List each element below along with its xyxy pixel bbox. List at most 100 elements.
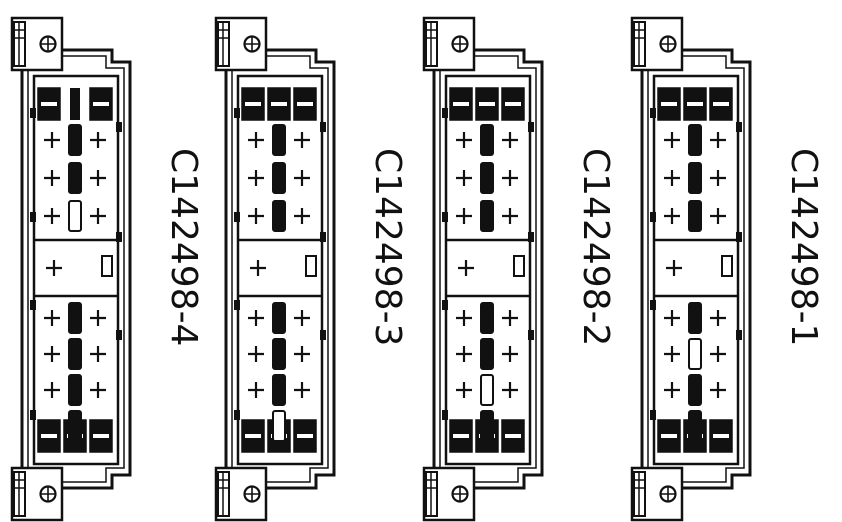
terminal-cross bbox=[502, 310, 518, 326]
terminal-cross bbox=[90, 382, 106, 398]
terminal-cross bbox=[90, 310, 106, 326]
mid-separator bbox=[34, 238, 118, 298]
terminal-block-gap bbox=[93, 102, 109, 106]
screw-hole-cross bbox=[41, 487, 55, 501]
terminal-cross bbox=[44, 382, 60, 398]
terminal-cross bbox=[664, 382, 680, 398]
terminal-cross bbox=[710, 346, 726, 362]
terminal-slot bbox=[272, 302, 286, 334]
terminal-block-gap bbox=[453, 434, 469, 438]
terminal-cross bbox=[248, 346, 264, 362]
key-slot bbox=[721, 255, 733, 277]
latch-notch bbox=[30, 300, 36, 310]
terminal-slot bbox=[688, 200, 702, 232]
terminal-block-gap bbox=[661, 434, 677, 438]
terminal-cross bbox=[710, 132, 726, 148]
terminal-slot bbox=[688, 338, 702, 370]
terminal-cross bbox=[664, 132, 680, 148]
terminal-slot bbox=[272, 374, 286, 406]
terminal-cross bbox=[294, 382, 310, 398]
latch-notch bbox=[528, 330, 534, 340]
connector-2 bbox=[422, 16, 544, 522]
latch-notch bbox=[116, 122, 122, 132]
terminal-cross bbox=[664, 346, 680, 362]
terminal-cross bbox=[90, 170, 106, 186]
mounting-tab-hatch-lines bbox=[218, 22, 229, 66]
terminal-cross bbox=[502, 170, 518, 186]
terminal-cross bbox=[710, 170, 726, 186]
terminal-block-gap bbox=[93, 434, 109, 438]
terminal-cross bbox=[46, 260, 62, 276]
terminal-block-gap bbox=[505, 434, 521, 438]
latch-notch bbox=[528, 232, 534, 242]
terminal-block-gap bbox=[271, 102, 287, 106]
terminal-cross bbox=[458, 260, 474, 276]
connector-label-3: C142498-3 bbox=[367, 148, 408, 346]
mounting-tab-hatch-lines bbox=[634, 22, 645, 66]
mid-separator bbox=[238, 238, 322, 298]
terminal-cross bbox=[666, 260, 682, 276]
terminal-slot bbox=[272, 124, 286, 156]
terminal-slot bbox=[68, 124, 82, 156]
terminal-slot bbox=[272, 410, 286, 442]
terminal-cross bbox=[248, 310, 264, 326]
terminal-slot bbox=[688, 124, 702, 156]
latch-notch bbox=[234, 410, 240, 420]
key-slot bbox=[513, 255, 525, 277]
terminal-slot bbox=[480, 302, 494, 334]
terminal-cross bbox=[44, 132, 60, 148]
mid-separator bbox=[446, 238, 530, 298]
mounting-tab-hatch-lines bbox=[14, 22, 25, 66]
terminal-cross bbox=[664, 208, 680, 224]
terminal-slot bbox=[480, 200, 494, 232]
latch-notch bbox=[650, 410, 656, 420]
terminal-block-gap bbox=[713, 102, 729, 106]
terminal-slot bbox=[480, 374, 494, 406]
latch-notch bbox=[30, 410, 36, 420]
terminal-cross bbox=[710, 382, 726, 398]
latch-notch bbox=[234, 300, 240, 310]
connector-1 bbox=[630, 16, 752, 522]
terminal-block-gap bbox=[453, 102, 469, 106]
latch-notch bbox=[116, 330, 122, 340]
screw-hole-cross bbox=[453, 37, 467, 51]
key-slot bbox=[305, 255, 317, 277]
terminal-block-gap bbox=[245, 102, 261, 106]
terminal-cross bbox=[456, 208, 472, 224]
terminal-block-gap bbox=[479, 102, 495, 106]
screw-hole-cross bbox=[41, 37, 55, 51]
screw-hole-cross bbox=[245, 37, 259, 51]
terminal-cross bbox=[248, 382, 264, 398]
terminal-cross bbox=[664, 170, 680, 186]
terminal-block bbox=[70, 88, 80, 120]
terminal-cross bbox=[90, 132, 106, 148]
terminal-cross bbox=[502, 208, 518, 224]
connector-label-4: C142498-4 bbox=[163, 148, 204, 346]
terminal-slot bbox=[68, 200, 82, 232]
terminal-cross bbox=[294, 310, 310, 326]
terminal-slot bbox=[68, 410, 82, 442]
terminal-cross bbox=[502, 382, 518, 398]
latch-notch bbox=[30, 108, 36, 118]
terminal-cross bbox=[248, 170, 264, 186]
latch-notch bbox=[234, 212, 240, 222]
mounting-tab-hatch-lines bbox=[426, 22, 437, 66]
terminal-slot bbox=[480, 410, 494, 442]
latch-notch bbox=[736, 330, 742, 340]
terminal-block-gap bbox=[713, 434, 729, 438]
terminal-block-gap bbox=[41, 434, 57, 438]
terminal-cross bbox=[44, 346, 60, 362]
latch-notch bbox=[320, 232, 326, 242]
terminal-cross bbox=[664, 310, 680, 326]
screw-hole-cross bbox=[661, 37, 675, 51]
latch-notch bbox=[442, 108, 448, 118]
connector-3 bbox=[214, 16, 336, 522]
latch-notch bbox=[736, 122, 742, 132]
mid-separator bbox=[654, 238, 738, 298]
terminal-slot bbox=[68, 162, 82, 194]
terminal-cross bbox=[294, 208, 310, 224]
connector-label-1: C142498-1 bbox=[783, 148, 824, 346]
terminal-slot bbox=[688, 162, 702, 194]
